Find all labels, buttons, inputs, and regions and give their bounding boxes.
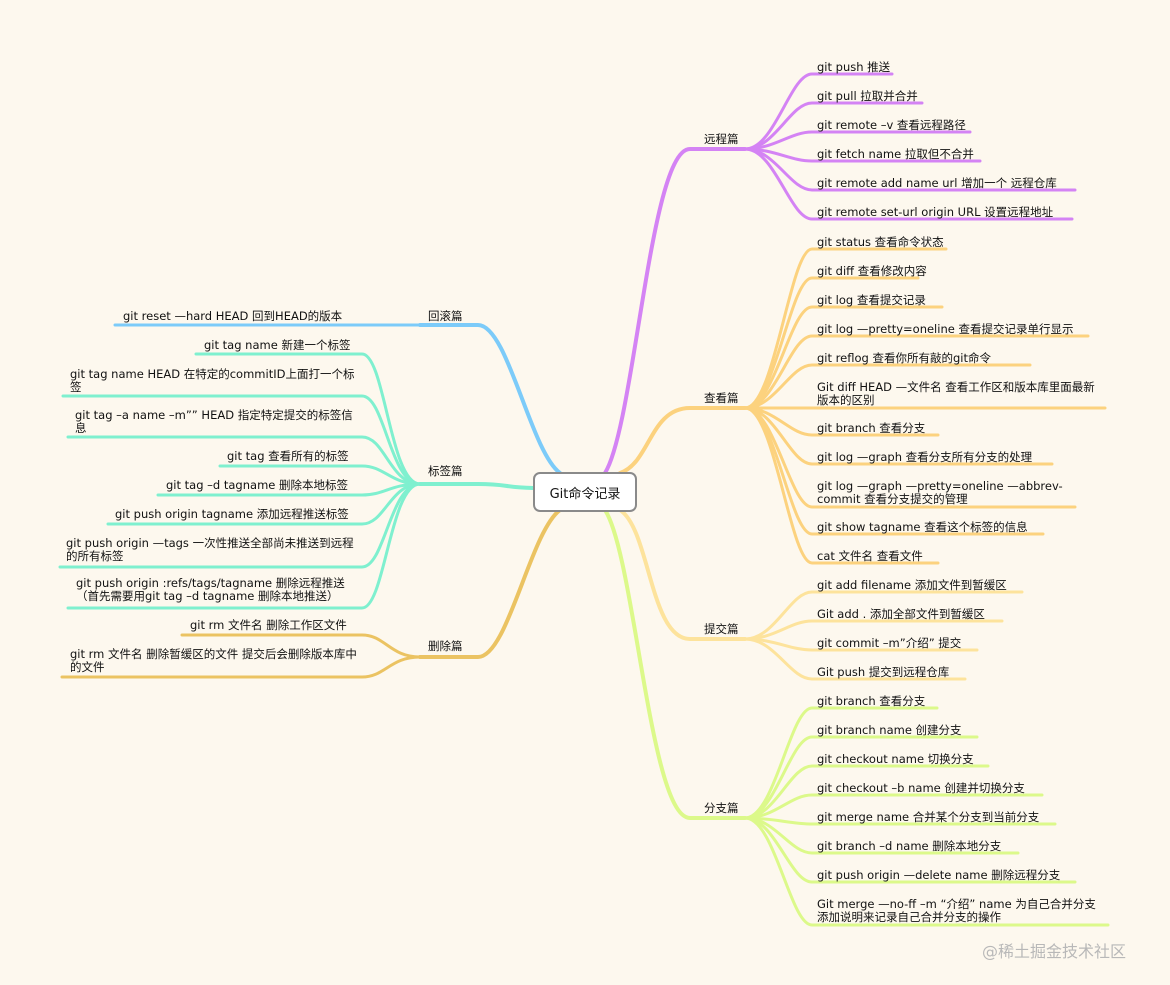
leaf-branch-6[interactable]: git push origin —delete name 删除远程分支 [817, 868, 1061, 882]
link-delete-1 [60, 655, 422, 679]
leaf-view-6[interactable]: git branch 查看分支 [817, 421, 926, 435]
link-root-delete [418, 508, 562, 659]
leaf-tag-5[interactable]: git push origin tagname 添加远程推送标签 [115, 507, 349, 521]
link-root-branch [603, 508, 747, 820]
leaf-commit-1[interactable]: Git add . 添加全部文件到暂缓区 [817, 607, 985, 621]
leaf-tag-0[interactable]: git tag name 新建一个标签 [204, 338, 351, 352]
leaf-delete-0[interactable]: git rm 文件名 删除工作区文件 [190, 618, 347, 632]
link-remote-0 [743, 72, 894, 151]
leaf-view-3[interactable]: git log —pretty=oneline 查看提交记录单行显示 [817, 322, 1074, 336]
leaf-view-10[interactable]: cat 文件名 查看文件 [817, 549, 923, 563]
leaf-rollback-0[interactable]: git reset —hard HEAD 回到HEAD的版本 [123, 309, 343, 323]
leaf-tag-1[interactable]: git tag name HEAD 在特定的commitID上面打一个标签 [70, 367, 355, 394]
link-remote-5 [743, 147, 1074, 221]
leaf-view-4[interactable]: git reflog 查看你所有敲的git命令 [817, 351, 991, 365]
leaf-tag-7[interactable]: git push origin :refs/tags/tagname 删除远程推… [76, 576, 345, 603]
branch-label-commit[interactable]: 提交篇 [704, 622, 739, 636]
link-root-tag [418, 482, 535, 490]
leaf-tag-2[interactable]: git tag –a name –m”” HEAD 指定特定提交的标签信息 [75, 408, 353, 435]
link-tag-1 [61, 394, 422, 486]
leaf-view-9[interactable]: git show tagname 查看这个标签的信息 [817, 520, 1028, 534]
leaf-commit-3[interactable]: Git push 提交到远程仓库 [817, 665, 950, 679]
leaf-remote-3[interactable]: git fetch name 拉取但不合并 [817, 147, 974, 161]
link-view-4 [743, 363, 1032, 410]
leaf-view-5[interactable]: Git diff HEAD —文件名 查看工作区和版本库里面最新版本的区别 [817, 380, 1095, 407]
link-root-view [618, 406, 747, 475]
branch-label-branch[interactable]: 分支篇 [704, 801, 739, 815]
branch-label-tag[interactable]: 标签篇 [428, 464, 463, 478]
leaf-tag-4[interactable]: git tag –d tagname 删除本地标签 [166, 478, 349, 492]
leaf-view-0[interactable]: git status 查看命令状态 [817, 235, 944, 249]
leaf-view-8[interactable]: git log —graph —pretty=oneline —abbrev-c… [817, 479, 1063, 506]
leaf-branch-0[interactable]: git branch 查看分支 [817, 694, 926, 708]
branch-label-delete[interactable]: 删除篇 [428, 639, 463, 653]
leaf-branch-5[interactable]: git branch –d name 删除本地分支 [817, 839, 1002, 853]
link-root-remote [603, 147, 747, 475]
leaf-branch-3[interactable]: git checkout –b name 创建并切换分支 [817, 781, 1025, 795]
link-tag-7 [66, 482, 422, 610]
watermark: @稀土掘金技术社区 [982, 942, 1127, 961]
leaf-view-2[interactable]: git log 查看提交记录 [817, 293, 926, 307]
link-commit-3 [743, 637, 967, 681]
leaf-commit-2[interactable]: git commit –m”介绍” 提交 [817, 636, 962, 650]
leaf-branch-7[interactable]: Git merge —no-ff –m “介绍” name 为自己合并分支添加说… [817, 897, 1096, 924]
leaf-tag-6[interactable]: git push origin —tags 一次性推送全部尚未推送到远程的所有标… [66, 536, 354, 563]
leaf-branch-1[interactable]: git branch name 创建分支 [817, 723, 962, 737]
leaf-branch-2[interactable]: git checkout name 切换分支 [817, 752, 974, 766]
leaf-view-1[interactable]: git diff 查看修改内容 [817, 264, 927, 278]
branch-label-rollback[interactable]: 回滚篇 [428, 309, 463, 323]
leaf-remote-0[interactable]: git push 推送 [817, 60, 891, 74]
link-root-rollback [418, 323, 562, 475]
link-tag-0 [194, 352, 422, 486]
root-node[interactable]: Git命令记录 [533, 472, 637, 512]
leaf-commit-0[interactable]: git add filename 添加文件到暂缓区 [817, 578, 1007, 592]
link-branch-7 [743, 816, 1110, 927]
leaf-remote-2[interactable]: git remote –v 查看远程路径 [817, 118, 966, 132]
leaf-branch-4[interactable]: git merge name 合并某个分支到当前分支 [817, 810, 1040, 824]
leaf-delete-1[interactable]: git rm 文件名 删除暂缓区的文件 提交后会删除版本库中的文件 [70, 647, 357, 674]
leaf-remote-1[interactable]: git pull 拉取并合并 [817, 89, 918, 103]
link-root-commit [618, 508, 747, 641]
leaf-view-7[interactable]: git log —graph 查看分支所有分支的处理 [817, 450, 1033, 464]
branch-label-view[interactable]: 查看篇 [704, 391, 739, 405]
leaf-remote-5[interactable]: git remote set-url origin URL 设置远程地址 [817, 205, 1054, 219]
leaf-remote-4[interactable]: git remote add name url 增加一个 远程仓库 [817, 176, 1057, 190]
link-view-10 [743, 406, 940, 565]
leaf-tag-3[interactable]: git tag 查看所有的标签 [227, 449, 349, 463]
branch-label-remote[interactable]: 远程篇 [704, 132, 739, 146]
